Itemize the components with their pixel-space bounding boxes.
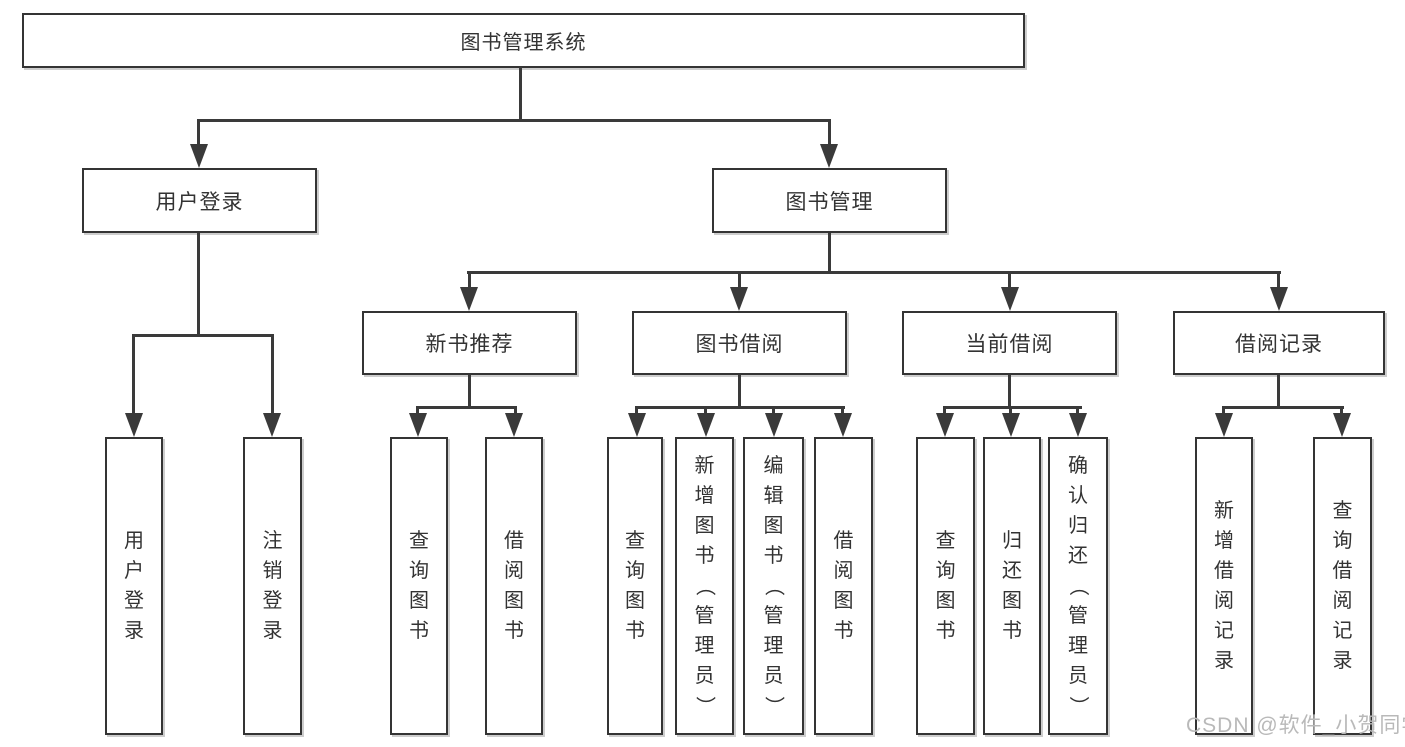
arrow-down-icon — [936, 413, 954, 437]
connector-line — [1008, 271, 1011, 289]
csdn-watermark: CSDN @软件_小贺同学 — [1186, 714, 1405, 737]
leaf-user-login: 用户登录 — [105, 437, 163, 735]
connector-line — [943, 406, 946, 418]
arrow-down-icon — [125, 413, 143, 437]
connector-line — [132, 334, 274, 337]
arrow-down-icon — [1001, 287, 1019, 311]
connector-line — [1222, 406, 1225, 418]
connector-line — [197, 119, 831, 122]
connector-line — [1277, 271, 1280, 289]
arrow-down-icon — [834, 413, 852, 437]
connector-line — [468, 375, 471, 409]
arrow-down-icon — [1215, 413, 1233, 437]
connector-line — [828, 233, 831, 274]
connector-line — [704, 406, 707, 418]
node-current-borrow: 当前借阅 — [902, 311, 1117, 375]
connector-line — [1277, 375, 1280, 409]
arrow-down-icon — [263, 413, 281, 437]
connector-line — [416, 406, 517, 409]
leaf-edit-books-admin: 编辑图书（管理员） — [743, 437, 804, 735]
arrow-down-icon — [505, 413, 523, 437]
connector-line — [1009, 406, 1012, 418]
connector-line — [467, 271, 1281, 274]
connector-line — [197, 119, 200, 147]
connector-line — [738, 271, 741, 289]
connector-line — [514, 406, 517, 418]
leaf-query-books-recommend: 查询图书 — [390, 437, 448, 735]
connector-line — [943, 406, 1082, 409]
node-borrow-record: 借阅记录 — [1173, 311, 1385, 375]
leaf-query-borrow-record: 查询借阅记录 — [1313, 437, 1372, 735]
connector-line — [416, 406, 419, 418]
arrow-down-icon — [697, 413, 715, 437]
leaf-logout: 注销登录 — [243, 437, 302, 735]
connector-line — [841, 406, 844, 418]
connector-line — [828, 119, 831, 147]
arrow-down-icon — [409, 413, 427, 437]
arrow-down-icon — [1069, 413, 1087, 437]
connector-line — [197, 233, 200, 337]
connector-line — [1076, 406, 1079, 418]
connector-line — [635, 406, 638, 418]
arrow-down-icon — [190, 144, 208, 168]
connector-line — [1222, 406, 1344, 409]
leaf-borrow-books: 借阅图书 — [814, 437, 873, 735]
arrow-down-icon — [1270, 287, 1288, 311]
node-new-book-recommend: 新书推荐 — [362, 311, 577, 375]
connector-line — [635, 406, 845, 409]
node-user-login: 用户登录 — [82, 168, 317, 233]
connector-line — [772, 406, 775, 418]
connector-line — [132, 334, 135, 416]
arrow-down-icon — [820, 144, 838, 168]
leaf-add-borrow-record: 新增借阅记录 — [1195, 437, 1253, 735]
connector-line — [271, 334, 274, 416]
node-root-library-system: 图书管理系统 — [22, 13, 1025, 68]
arrow-down-icon — [1333, 413, 1351, 437]
leaf-add-books-admin: 新增图书（管理员） — [675, 437, 734, 735]
leaf-confirm-return-admin: 确认归还（管理员） — [1048, 437, 1108, 735]
leaf-query-books-current: 查询图书 — [916, 437, 975, 735]
connector-line — [519, 67, 522, 120]
arrow-down-icon — [765, 413, 783, 437]
node-book-borrow: 图书借阅 — [632, 311, 847, 375]
arrow-down-icon — [460, 287, 478, 311]
node-book-management: 图书管理 — [712, 168, 947, 233]
leaf-return-books: 归还图书 — [983, 437, 1041, 735]
connector-line — [468, 271, 471, 289]
connector-line — [1008, 375, 1011, 409]
leaf-query-books-borrow: 查询图书 — [607, 437, 663, 735]
connector-line — [738, 375, 741, 409]
arrow-down-icon — [628, 413, 646, 437]
arrow-down-icon — [730, 287, 748, 311]
connector-line — [1340, 406, 1343, 418]
arrow-down-icon — [1002, 413, 1020, 437]
leaf-borrow-books-recommend: 借阅图书 — [485, 437, 543, 735]
